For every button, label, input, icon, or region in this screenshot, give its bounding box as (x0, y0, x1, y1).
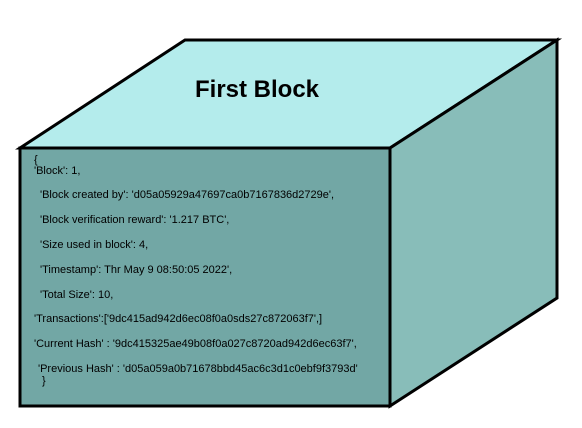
block-title: First Block (194, 76, 320, 103)
current-hash-line: 'Current Hash' : '9dc415325ae49b08f0a027… (34, 338, 357, 350)
block-number-line: 'Block': 1, (34, 165, 81, 177)
block-contents: { 'Block': 1, 'Block created by': 'd05a0… (20, 148, 390, 406)
block-reward-line: 'Block verification reward': '1.217 BTC'… (40, 214, 230, 226)
size-used-line: 'Size used in block': 4, (40, 239, 149, 251)
timestamp-line: 'Timestamp': Thr May 9 08:50:05 2022', (40, 264, 233, 276)
transactions-line: 'Transactions':['9dc415ad942d6ec08f0a0sd… (34, 313, 323, 325)
cube-front-face (18, 146, 392, 408)
block-created-by-line: 'Block created by': 'd05a05929a47697ca0b… (40, 189, 335, 201)
open-brace: { (34, 154, 38, 166)
close-brace: } (42, 375, 46, 387)
total-size-line: 'Total Size': 10, (40, 289, 114, 301)
previous-hash-line: 'Previous Hash' : 'd05a059a0b71678bbd45a… (38, 363, 358, 375)
